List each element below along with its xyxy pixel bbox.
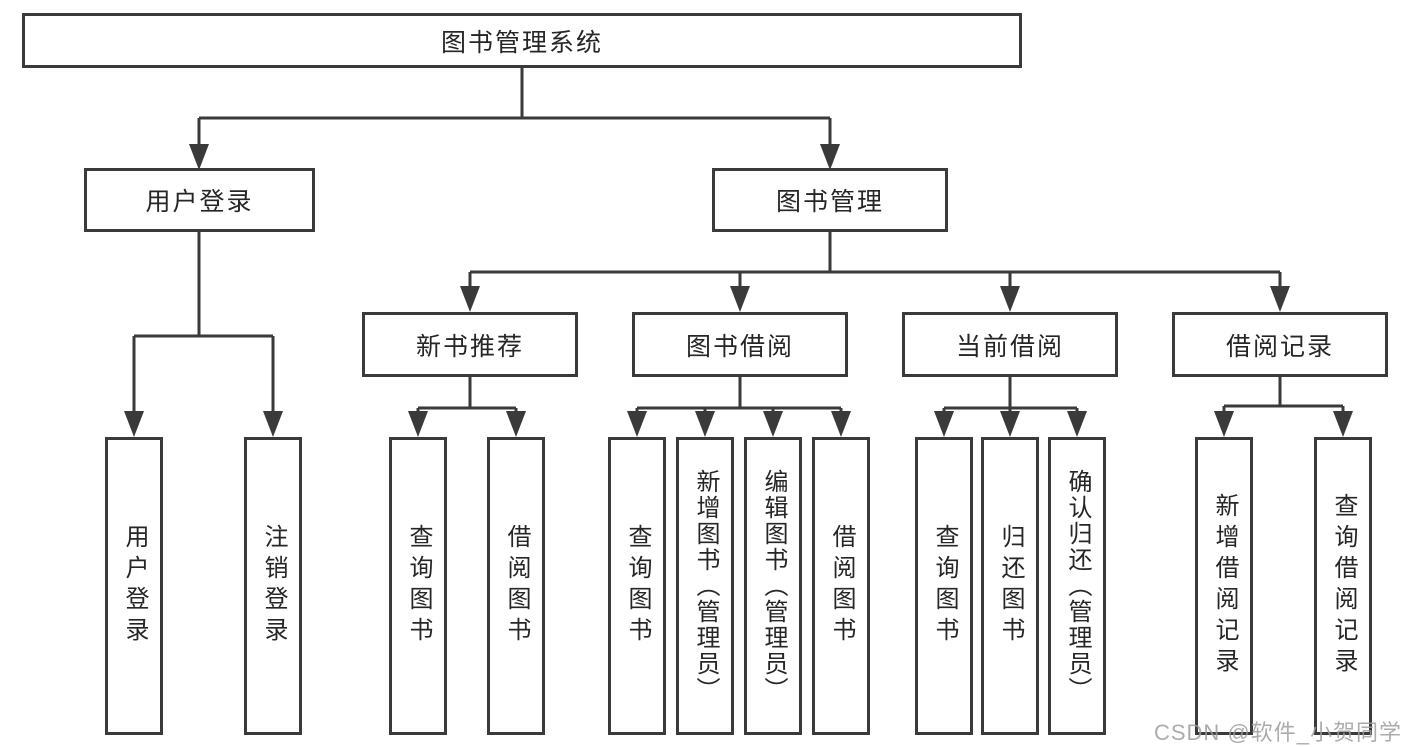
arrow-down-icon bbox=[408, 411, 428, 437]
leaf-query-books-current-label: 查询图书 bbox=[931, 524, 958, 648]
arrow-down-icon bbox=[627, 411, 647, 437]
node-root-label: 图书管理系统 bbox=[440, 28, 603, 57]
arrow-down-icon bbox=[1000, 411, 1020, 437]
arrow-down-icon bbox=[189, 144, 209, 170]
connector-user-login-group bbox=[124, 232, 283, 437]
leaf-borrow-books-recommend: 借阅图书 bbox=[487, 437, 545, 735]
connector-new-book-group bbox=[408, 377, 526, 437]
arrow-down-icon bbox=[460, 286, 480, 312]
connector-book-management-group bbox=[460, 232, 1290, 312]
arrow-down-icon bbox=[1000, 286, 1020, 312]
leaf-borrow-books-label: 借阅图书 bbox=[828, 524, 855, 648]
node-user-login: 用户登录 bbox=[84, 168, 315, 232]
csdn-watermark: CSDN @软件_小贺同学 bbox=[1153, 720, 1402, 745]
leaf-add-borrow-record: 新增借阅记录 bbox=[1195, 437, 1253, 735]
arrow-down-icon bbox=[1270, 286, 1290, 312]
arrow-down-icon bbox=[730, 286, 750, 312]
arrow-down-icon bbox=[263, 411, 283, 437]
connector-current-borrow-group bbox=[934, 377, 1087, 437]
leaf-query-books-recommend: 查询图书 bbox=[389, 437, 447, 735]
leaf-return-books-label: 归还图书 bbox=[997, 524, 1024, 648]
arrow-down-icon bbox=[1333, 411, 1353, 437]
node-book-management: 图书管理 bbox=[712, 168, 948, 232]
node-current-borrowing-label: 当前借阅 bbox=[955, 332, 1064, 361]
leaf-add-books-admin-label: 新增图书（管理员） bbox=[692, 469, 719, 703]
arrow-down-icon bbox=[506, 411, 526, 437]
leaf-return-books: 归还图书 bbox=[981, 437, 1039, 735]
leaf-logout-label: 注销登录 bbox=[260, 524, 287, 648]
leaf-query-borrow-record-label: 查询借阅记录 bbox=[1330, 493, 1357, 679]
node-new-book-recommend: 新书推荐 bbox=[362, 312, 578, 377]
leaf-edit-books-admin-label: 编辑图书（管理员） bbox=[760, 469, 787, 703]
arrow-down-icon bbox=[831, 411, 851, 437]
leaf-confirm-return-admin-label: 确认归还（管理员） bbox=[1064, 469, 1091, 703]
leaf-query-books-borrow: 查询图书 bbox=[608, 437, 666, 735]
leaf-edit-books-admin: 编辑图书（管理员） bbox=[744, 437, 802, 735]
leaf-logout: 注销登录 bbox=[244, 437, 302, 735]
leaf-user-login-label: 用户登录 bbox=[121, 524, 148, 648]
arrow-down-icon bbox=[124, 411, 144, 437]
node-new-book-recommend-label: 新书推荐 bbox=[415, 332, 524, 361]
leaf-add-borrow-record-label: 新增借阅记录 bbox=[1211, 493, 1238, 679]
node-book-borrowing-label: 图书借阅 bbox=[685, 332, 794, 361]
leaf-borrow-books: 借阅图书 bbox=[812, 437, 870, 735]
node-current-borrowing: 当前借阅 bbox=[902, 312, 1118, 377]
arrow-down-icon bbox=[934, 411, 954, 437]
connector-book-borrow-group bbox=[627, 377, 851, 437]
leaf-user-login: 用户登录 bbox=[105, 437, 163, 735]
arrow-down-icon bbox=[1214, 411, 1234, 437]
arrow-down-icon bbox=[763, 411, 783, 437]
arrow-down-icon bbox=[820, 144, 840, 170]
node-user-login-label: 用户登录 bbox=[145, 188, 254, 216]
node-borrowing-records-label: 借阅记录 bbox=[1225, 332, 1334, 361]
leaf-query-borrow-record: 查询借阅记录 bbox=[1314, 437, 1372, 735]
node-book-management-label: 图书管理 bbox=[775, 188, 884, 216]
leaf-query-books-borrow-label: 查询图书 bbox=[624, 524, 651, 648]
leaf-confirm-return-admin: 确认归还（管理员） bbox=[1048, 437, 1106, 735]
connector-borrow-record-group bbox=[1214, 377, 1353, 437]
leaf-borrow-books-recommend-label: 借阅图书 bbox=[503, 524, 530, 648]
leaf-query-books-current: 查询图书 bbox=[915, 437, 973, 735]
node-root: 图书管理系统 bbox=[22, 13, 1022, 68]
node-borrowing-records: 借阅记录 bbox=[1172, 312, 1388, 377]
arrow-down-icon bbox=[695, 411, 715, 437]
arrow-down-icon bbox=[1067, 411, 1087, 437]
leaf-add-books-admin: 新增图书（管理员） bbox=[676, 437, 734, 735]
leaf-query-books-recommend-label: 查询图书 bbox=[405, 524, 432, 648]
connector-root-to-level2 bbox=[189, 68, 840, 170]
node-book-borrowing: 图书借阅 bbox=[632, 312, 848, 377]
